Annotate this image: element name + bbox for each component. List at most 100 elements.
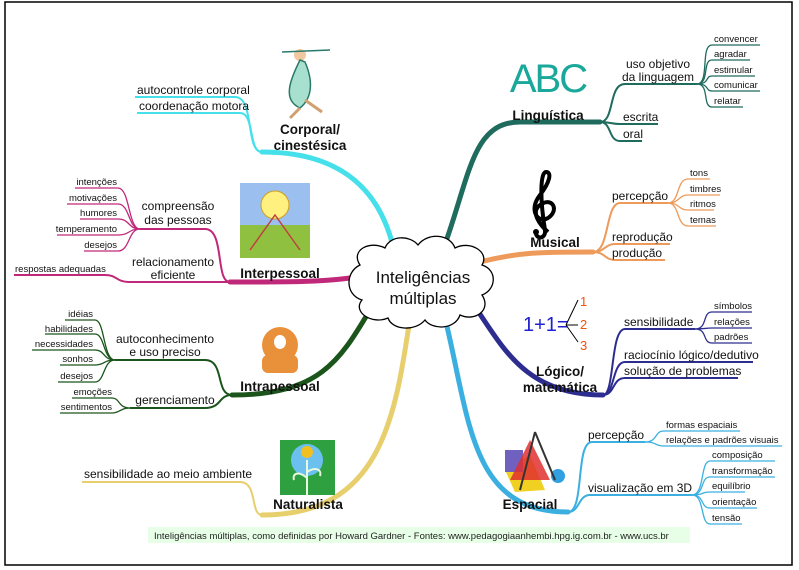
math-num-3: 3 <box>580 338 587 353</box>
node-naturalista[interactable]: Naturalista <box>273 497 343 512</box>
logico-connectors <box>602 311 753 396</box>
leaf: comunicar <box>714 80 758 91</box>
leaf: sonhos <box>62 354 93 365</box>
sub-autoconhecimento-line1: autoconhecimento <box>116 332 214 346</box>
sub-compreensao-line2: das pessoas <box>144 213 211 227</box>
leaf: temperamento <box>56 224 117 235</box>
branch-corporal <box>259 149 398 258</box>
corporal-connectors <box>135 96 263 153</box>
math-icon-text: 1+1= <box>523 314 569 336</box>
node-linguistica[interactable]: Linguística <box>512 108 584 123</box>
center-title-line2: múltiplas <box>389 289 456 308</box>
sub-autocontrole: autocontrole corporal <box>137 83 250 97</box>
espacial-connectors <box>567 430 782 525</box>
node-corporal-line1[interactable]: Corporal/ <box>280 122 340 137</box>
people-lightbulb-icon <box>240 183 310 258</box>
node-logico-line2[interactable]: matemática <box>523 380 598 395</box>
musical-connectors <box>592 178 720 261</box>
math-num-1: 1 <box>580 294 587 309</box>
leaf: timbres <box>690 184 721 195</box>
leaf: composição <box>712 450 763 461</box>
leaf: respostas adequadas <box>15 264 106 275</box>
node-corporal-line2[interactable]: cinestésica <box>274 138 347 153</box>
center-node[interactable]: Inteligências múltiplas <box>348 235 494 329</box>
branch-linguistica <box>437 119 603 261</box>
leaf: equilíbrio <box>712 481 751 492</box>
leaf: necessidades <box>35 339 93 350</box>
leaf: tons <box>690 168 708 179</box>
plant-sun-icon <box>280 440 335 495</box>
sub-visualizacao: visualização em 3D <box>588 481 692 495</box>
linguistica-connectors <box>599 44 760 142</box>
sub-coordenacao: coordenação motora <box>139 99 249 113</box>
sub-autoconhecimento-line2: e uso preciso <box>129 345 201 359</box>
leaf: desejos <box>84 240 117 251</box>
leaf: símbolos <box>714 301 752 312</box>
sub-relacionamento-line2: eficiente <box>151 268 196 282</box>
node-intrapessoal[interactable]: Intrapessoal <box>240 379 320 394</box>
abc-icon: ABC <box>510 57 589 101</box>
branch-espacial <box>442 315 571 515</box>
center-title-line1: Inteligências <box>376 268 471 287</box>
sub-uso-objetivo-line1: uso objetivo <box>626 57 690 71</box>
geometry-shapes-icon <box>505 431 565 492</box>
leaf: padrões <box>714 332 749 343</box>
leaf: formas espaciais <box>666 420 738 431</box>
leaf: orientação <box>712 497 756 508</box>
node-musical[interactable]: Musical <box>530 235 580 250</box>
thinking-head-icon <box>262 327 298 373</box>
branch-intrapessoal <box>229 307 373 398</box>
branch-musical <box>477 249 596 265</box>
leaf: idéias <box>68 309 93 320</box>
frame <box>4 1 793 566</box>
sub-uso-objetivo-line2: da linguagem <box>622 70 694 84</box>
footer-background <box>148 527 690 543</box>
branch-logico <box>467 297 606 398</box>
sub-raciocinio: raciocínio lógico/dedutivo <box>624 348 759 362</box>
sub-relacionamento-line1: relacionamento <box>132 255 214 269</box>
node-interpessoal[interactable]: Interpessoal <box>240 266 320 281</box>
leaf: relações e padrões visuais <box>666 435 779 446</box>
interpessoal-connectors <box>14 187 231 283</box>
sub-reproducao: reprodução <box>612 230 673 244</box>
leaf: habilidades <box>45 324 93 335</box>
leaf: estimular <box>714 65 753 76</box>
leaf: convencer <box>714 34 758 45</box>
node-logico-line1[interactable]: Lógico/ <box>536 364 584 379</box>
leaf: tensão <box>712 513 741 524</box>
dancer-icon <box>281 49 331 120</box>
naturalista-connectors <box>82 481 263 516</box>
leaf: relações <box>714 317 750 328</box>
sub-oral: oral <box>623 127 643 141</box>
leaf: emoções <box>73 387 112 398</box>
leaf: sentimentos <box>61 402 112 413</box>
sub-producao: produção <box>612 246 662 260</box>
abc-icon-text: ABC <box>510 57 587 101</box>
treble-clef-icon <box>532 169 556 240</box>
cloud-shape <box>348 235 494 329</box>
leaf: motivações <box>69 193 117 204</box>
sub-escrita: escrita <box>623 110 659 124</box>
node-espacial[interactable]: Espacial <box>503 497 558 512</box>
sub-percepcao-musical: percepção <box>612 189 668 203</box>
sub-gerenciamento: gerenciamento <box>135 393 215 407</box>
intrapessoal-connectors <box>32 319 233 414</box>
footer-credits: Inteligências múltiplas, como definidas … <box>154 531 669 542</box>
sub-sensibilidade-meio-ambiente: sensibilidade ao meio ambiente <box>84 467 252 481</box>
branch-interpessoal <box>227 275 353 285</box>
leaf: temas <box>690 215 716 226</box>
leaf: intenções <box>76 177 117 188</box>
leaf: agradar <box>714 49 747 60</box>
leaf: desejos <box>60 371 93 382</box>
sub-sensibilidade: sensibilidade <box>624 315 694 329</box>
leaf: humores <box>80 208 117 219</box>
sub-solucao: solução de problemas <box>624 364 741 378</box>
leaf: relatar <box>714 96 741 107</box>
sub-percepcao-espacial: percepção <box>588 428 644 442</box>
math-icon: 1+1= 1 2 3 <box>523 294 587 353</box>
sub-compreensao-line1: compreensão <box>142 199 215 213</box>
leaf: ritmos <box>690 199 716 210</box>
math-num-2: 2 <box>580 317 587 332</box>
branch-naturalista <box>259 315 413 518</box>
